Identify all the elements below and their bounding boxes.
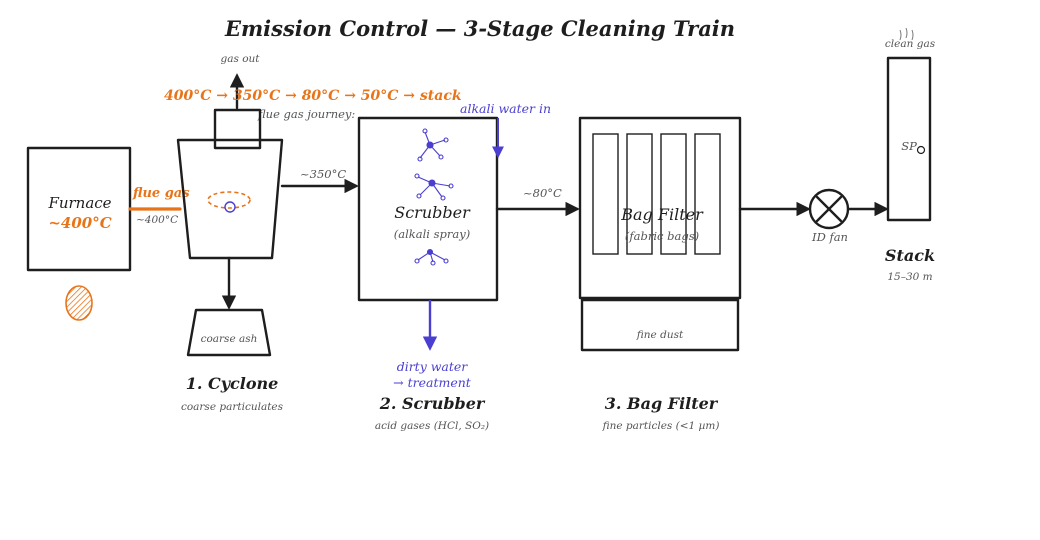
stack: SP <box>886 56 932 222</box>
spray-nozzle-icon <box>414 128 454 266</box>
scrubber-inlet-temp: ~350°C <box>300 167 346 181</box>
diagram-title: Emission Control — 3-Stage Cleaning Trai… <box>224 16 735 41</box>
id-fan-label: ID fan <box>811 230 848 244</box>
scrubber-name: Scrubber <box>394 203 471 222</box>
vortex-icon <box>207 191 251 209</box>
bagfilter-sub: (fabric bags) <box>625 229 699 243</box>
bagfilter-inlet-temp: ~80°C <box>523 186 562 200</box>
furnace-name: Furnace <box>47 194 111 212</box>
bagfilter-stage: 3. Bag Filter <box>605 394 719 413</box>
furnace: Furnace ~400°C <box>26 146 132 272</box>
flue-gas-temp: ~400°C <box>136 214 178 226</box>
id-fan-icon <box>808 188 850 230</box>
dirty-water-label: dirty water <box>397 359 469 374</box>
flame-icon <box>65 285 93 321</box>
bagfilter-desc: fine particles (<1 µm) <box>602 420 720 432</box>
scrubber: Scrubber (alkali spray) <box>357 116 499 302</box>
treatment-label: → treatment <box>393 375 472 390</box>
journey-label: flue gas journey: <box>257 107 355 121</box>
coarse-ash-label: coarse ash <box>201 333 258 345</box>
coarse-ash-hopper: coarse ash <box>186 308 272 357</box>
alkali-water-in-label: alkali water in <box>460 101 551 116</box>
bagfilter-name: Bag Filter <box>620 205 704 224</box>
filter-bag <box>694 133 721 255</box>
sensor-icon <box>916 145 926 155</box>
fine-dust-hopper <box>580 298 740 352</box>
cyclone-stage: 1. Cyclone <box>186 374 279 393</box>
scrubber-stage: 2. Scrubber <box>379 394 486 413</box>
journey-path: 400°C → 350°C → 80°C → 50°C → stack <box>164 88 462 104</box>
bag-filter: Bag Filter (fabric bags) fine dust <box>578 116 742 352</box>
scrubber-desc: acid gases (HCl, SO₂) <box>375 420 489 432</box>
flue-gas-label: flue gas <box>132 186 190 201</box>
swirl-icon <box>224 201 236 213</box>
cyclone-desc: coarse particulates <box>181 401 284 413</box>
fine-dust-label: fine dust <box>636 329 684 341</box>
filter-bag <box>626 133 653 255</box>
stack-height: 15–30 m <box>887 271 932 283</box>
filter-bag <box>592 133 619 255</box>
stack-name: Stack <box>885 246 935 265</box>
smoke-icon <box>899 27 914 41</box>
gas-out-label: gas out <box>220 53 260 65</box>
filter-bag <box>660 133 687 255</box>
clean-gas-label: clean gas <box>885 38 936 50</box>
furnace-temp: ~400°C <box>48 214 111 232</box>
stack-sensor-label: SP <box>901 139 917 153</box>
scrubber-sub: (alkali spray) <box>394 227 470 241</box>
cyclone <box>176 108 284 260</box>
